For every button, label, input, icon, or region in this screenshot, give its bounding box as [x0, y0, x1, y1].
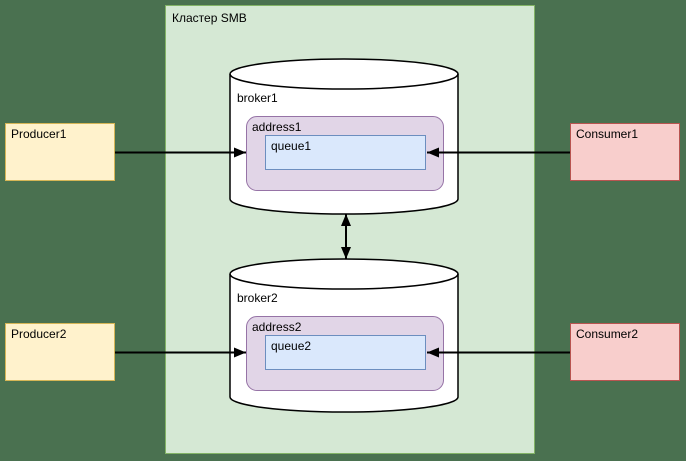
consumer1-box: Consumer1: [570, 123, 680, 181]
consumer2-box: Consumer2: [570, 323, 680, 381]
producer1-label: Producer1: [11, 127, 67, 141]
queue1-label: queue1: [271, 139, 312, 153]
producer2-label: Producer2: [11, 327, 67, 341]
producer2-box: Producer2: [5, 323, 115, 381]
cluster-title: Кластер SMB: [172, 11, 247, 25]
broker1-label: broker1: [237, 91, 278, 105]
address2-label: address2: [252, 320, 302, 334]
producer1-box: Producer1: [5, 123, 115, 181]
queue2-label: queue2: [271, 339, 312, 353]
consumer2-label: Consumer2: [576, 327, 639, 341]
address1-label: address1: [252, 120, 302, 134]
consumer1-label: Consumer1: [576, 127, 639, 141]
queue1-box: queue1: [265, 135, 426, 170]
queue2-box: queue2: [265, 335, 426, 370]
broker2-label: broker2: [237, 291, 278, 305]
